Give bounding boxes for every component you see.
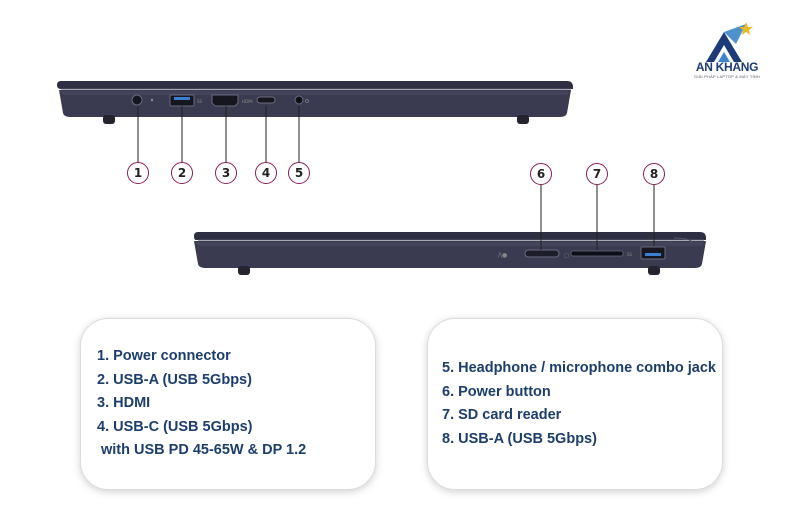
sd-card-reader <box>570 250 624 257</box>
left-info-card: 1. Power connector 2. USB-A (USB 5Gbps) … <box>80 318 376 490</box>
svg-text:□: □ <box>564 253 569 259</box>
laptop-right-side: /\● □ SS <box>194 232 706 275</box>
svg-text:HDMI: HDMI <box>242 99 253 104</box>
list-item: 1. Power connector <box>97 348 231 364</box>
right-info-card: 5. Headphone / microphone combo jack 6. … <box>427 318 723 490</box>
right-port-list: 5. Headphone / microphone combo jack 6. … <box>442 357 716 451</box>
svg-text:SS: SS <box>627 252 633 257</box>
power-button <box>524 249 560 258</box>
hdmi-port <box>211 94 239 107</box>
list-item: 6. Power button <box>442 383 551 400</box>
left-port-list: 1. Power connector 2. USB-A (USB 5Gbps) … <box>97 345 306 463</box>
list-item: 7. SD card reader <box>442 407 562 423</box>
callout-7: 7 <box>586 163 608 185</box>
power-connector-port <box>131 94 143 106</box>
list-item: 5. Headphone / microphone combo jack <box>442 360 716 376</box>
svg-text:/\●: /\● <box>498 252 507 259</box>
callout-2: 2 <box>171 162 193 184</box>
callout-3: 3 <box>215 162 237 184</box>
laptop-left-side: SS HDMI ʘ <box>57 81 573 124</box>
list-item: 8. USB-A (USB 5Gbps) <box>442 430 597 447</box>
usb-c-port <box>256 96 276 104</box>
brand-name: AN KHANG <box>695 60 759 74</box>
list-item: with USB PD 45-65W & DP 1.2 <box>101 442 307 458</box>
list-item: 2. USB-A (USB 5Gbps) <box>97 371 252 388</box>
an-khang-logo-icon <box>706 22 753 62</box>
callout-8: 8 <box>643 163 665 185</box>
brand-tagline: GIẢI PHÁP LAPTOP & MÁY TÍNH <box>694 74 760 79</box>
list-item: 4. USB-C (USB 5Gbps) <box>97 418 253 435</box>
callout-5: 5 <box>288 162 310 184</box>
svg-text:ʘ: ʘ <box>305 99 309 105</box>
callout-1: 1 <box>127 162 149 184</box>
callout-4: 4 <box>255 162 277 184</box>
callout-6: 6 <box>530 163 552 185</box>
list-item: 3. HDMI <box>97 395 151 411</box>
svg-text:SS: SS <box>197 99 203 104</box>
